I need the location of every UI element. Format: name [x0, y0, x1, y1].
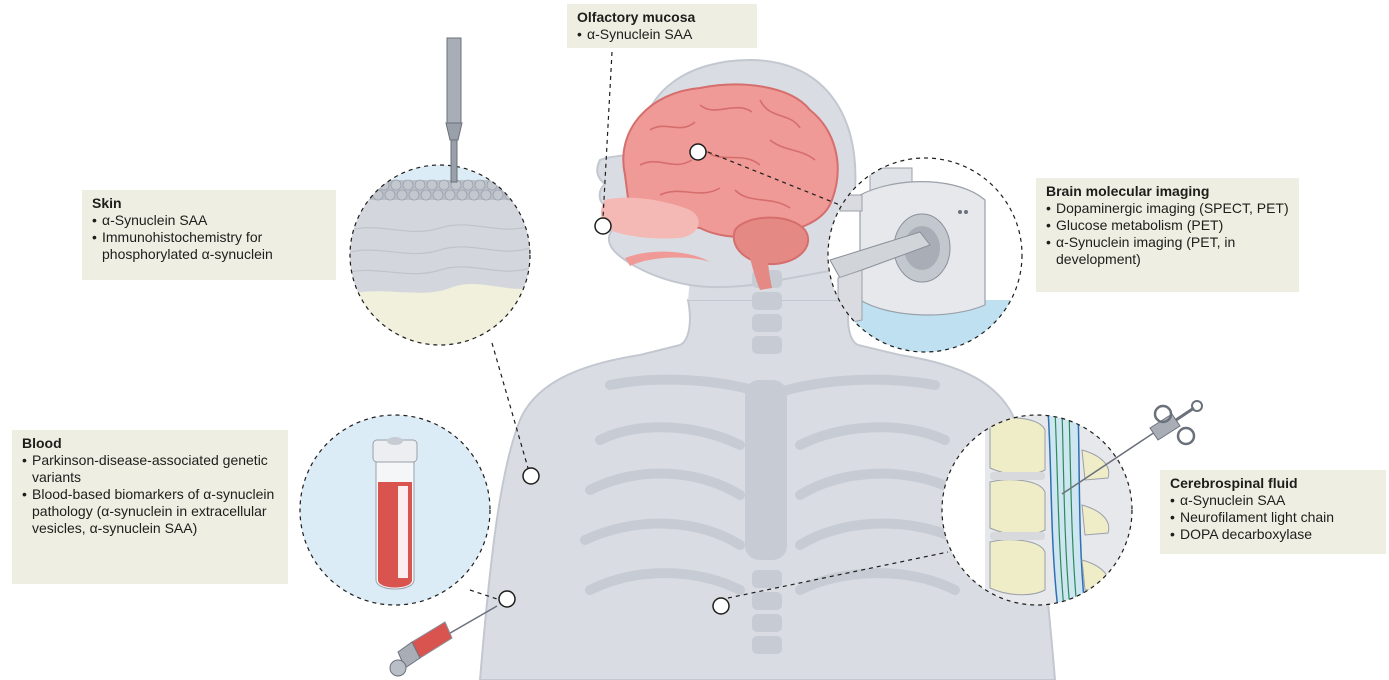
skin-label: Skin α-Synuclein SAA Immunohistochemistr… — [82, 190, 336, 280]
csf-list: α-Synuclein SAA Neurofilament light chai… — [1170, 492, 1376, 543]
csf-item: DOPA decarboxylase — [1170, 526, 1376, 543]
olfactory-mucosa-label: Olfactory mucosa α-Synuclein SAA — [567, 4, 757, 48]
brain-imaging-item: Glucose metabolism (PET) — [1046, 217, 1289, 234]
brain-imaging-item: α-Synuclein imaging (PET, in development… — [1046, 234, 1289, 268]
olfactory-mucosa-title: Olfactory mucosa — [577, 9, 747, 26]
biopsy-punch — [446, 38, 462, 182]
skin-list: α-Synuclein SAA Immunohistochemistry for… — [92, 212, 326, 263]
blood-list: Parkinson-disease-associated genetic var… — [22, 452, 278, 537]
skin-item: Immunohistochemistry for phosphorylated … — [92, 229, 326, 263]
csf-label: Cerebrospinal fluid α-Synuclein SAA Neur… — [1160, 470, 1386, 554]
csf-title: Cerebrospinal fluid — [1170, 475, 1376, 492]
brain-imaging-label: Brain molecular imaging Dopaminergic ima… — [1036, 178, 1299, 292]
csf-item: α-Synuclein SAA — [1170, 492, 1376, 509]
skin-title: Skin — [92, 195, 326, 212]
blood-inset — [300, 415, 490, 605]
blood-tube — [373, 437, 417, 589]
csf-item: Neurofilament light chain — [1170, 509, 1376, 526]
brain-imaging-title: Brain molecular imaging — [1046, 183, 1289, 200]
blood-item: Blood-based biomarkers of α-synuclein pa… — [22, 486, 278, 537]
cerebellum — [734, 218, 808, 265]
skin-inset — [340, 38, 540, 380]
brain-imaging-item: Dopaminergic imaging (SPECT, PET) — [1046, 200, 1289, 217]
blood-title: Blood — [22, 435, 278, 452]
blood-item: Parkinson-disease-associated genetic var… — [22, 452, 278, 486]
brain-imaging-list: Dopaminergic imaging (SPECT, PET) Glucos… — [1046, 200, 1289, 268]
blood-label: Blood Parkinson-disease-associated genet… — [12, 430, 288, 584]
olfactory-mucosa-list: α-Synuclein SAA — [577, 26, 747, 43]
olfactory-item: α-Synuclein SAA — [577, 26, 747, 43]
skin-item: α-Synuclein SAA — [92, 212, 326, 229]
